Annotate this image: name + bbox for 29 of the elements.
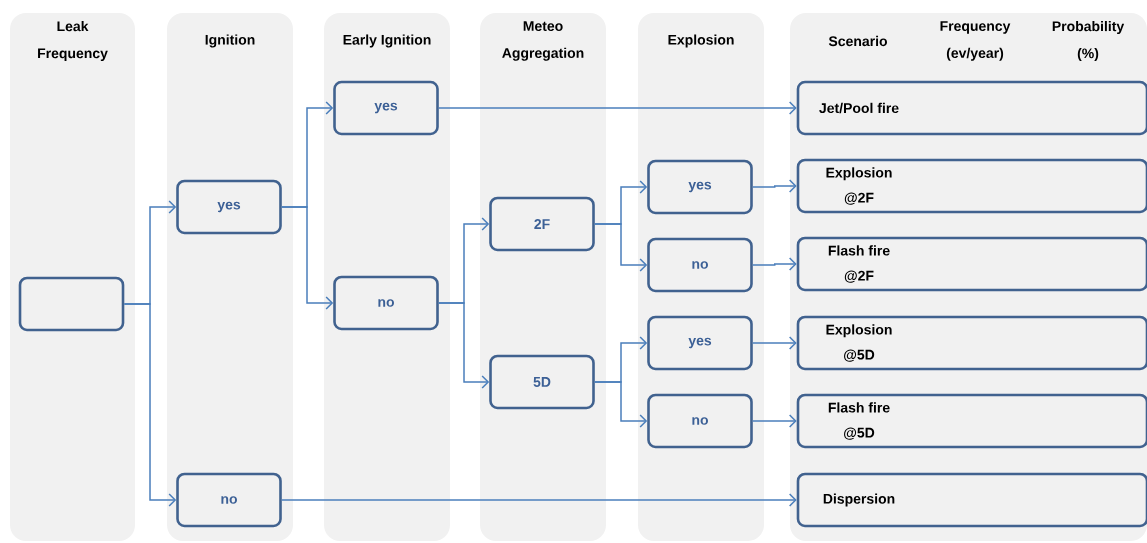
outcome-box: 2F: [489, 196, 595, 252]
scenario-box: Dispersion: [796, 472, 1147, 528]
outcome-box: yes: [333, 80, 439, 136]
scenario-box: Flash fire @5D: [796, 393, 1147, 449]
arrow: [752, 179, 797, 193]
scenario-box: Jet/Pool fire: [796, 80, 1147, 136]
scenario-box: Explosion @2F: [796, 158, 1147, 214]
outcome-box: 5D: [489, 354, 595, 410]
arrow: [281, 206, 334, 310]
arrow: [594, 223, 648, 272]
arrow: [438, 101, 797, 115]
outcome-box: no: [176, 472, 282, 528]
arrow: [594, 381, 648, 428]
arrow: [281, 493, 797, 507]
outcome-box: yes: [647, 159, 753, 215]
scenario-box: Flash fire @2F: [796, 236, 1147, 292]
column-band: Leak Frequency: [10, 13, 135, 541]
outcome-box: yes: [176, 179, 282, 235]
outcome-box: yes: [647, 315, 753, 371]
outcome-box: no: [333, 275, 439, 331]
arrow: [438, 302, 490, 389]
frequency-box: [18, 276, 125, 332]
arrow: [123, 303, 177, 507]
arrow: [752, 414, 797, 428]
outcome-box: no: [647, 237, 753, 293]
scenario-box: Explosion @5D: [796, 315, 1147, 371]
outcome-box: no: [647, 393, 753, 449]
arrow: [752, 336, 797, 350]
arrow: [752, 257, 797, 271]
